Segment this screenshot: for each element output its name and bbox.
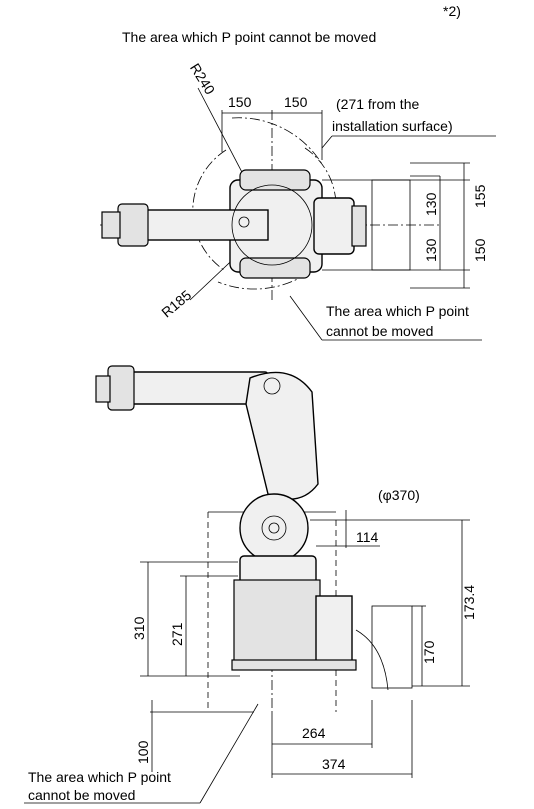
- note-title: The area which P point cannot be moved: [122, 29, 376, 45]
- side-base-connector: [315, 595, 353, 663]
- side-base-plate: [231, 659, 357, 671]
- robot-rear-connector: [351, 205, 367, 247]
- dim-150: 150: [472, 238, 488, 262]
- top-view: *2) The area which P point cannot be mov…: [100, 3, 496, 341]
- dim-130-bottom: 130: [423, 238, 439, 262]
- robot-wrist-top: [117, 203, 149, 247]
- robot-base-top-cap: [239, 169, 311, 191]
- dim-271-label: 271: [169, 622, 185, 646]
- install-note-leader: [321, 135, 333, 149]
- dim-150-left: 150: [228, 94, 252, 110]
- joint-bolt-top: [238, 216, 250, 228]
- side-base-body: [233, 579, 321, 669]
- dim-173-4-label: 173.4: [461, 585, 477, 620]
- dim-130-top: 130: [423, 192, 439, 216]
- dim-150-right: 150: [284, 94, 308, 110]
- side-wrist: [107, 365, 135, 411]
- side-shoulder-joint: [239, 493, 309, 563]
- side-callout-line1: The area which P point: [28, 769, 171, 785]
- callout-line1: The area which P point: [326, 303, 469, 319]
- note-mark: *2): [443, 3, 461, 19]
- dim-100-label: 100: [135, 740, 151, 764]
- dim-374-label: 374: [322, 756, 346, 772]
- side-elbow-joint: [263, 377, 281, 395]
- install-note-line1: (271 from the: [336, 96, 419, 112]
- dim-114-label: 114: [356, 529, 379, 545]
- robot-flange-top: [101, 211, 121, 239]
- robot-rear-cover: [313, 197, 355, 255]
- side-shoulder-pin: [268, 522, 280, 534]
- callout-line2: cannot be moved: [326, 323, 433, 339]
- dim-170-label: 170: [421, 640, 437, 664]
- r240-label: R240: [187, 60, 218, 97]
- callout-leader: [289, 295, 323, 341]
- side-upper-arm: [245, 371, 319, 500]
- dia-370-label: (φ370): [378, 487, 420, 503]
- robot-arm-top: [127, 209, 269, 241]
- side-view: (φ370) 114 173.4 170: [24, 365, 477, 804]
- joint-circle-top: [231, 184, 313, 266]
- side-flange: [95, 375, 111, 403]
- side-callout-line2: cannot be moved: [28, 787, 135, 803]
- side-forearm: [117, 371, 269, 405]
- robot-base-bottom-cap: [239, 257, 311, 279]
- side-callout-leader: [199, 703, 259, 804]
- dim-155: 155: [472, 184, 488, 208]
- side-base-plate-outline: [371, 605, 413, 689]
- side-shoulder-center: [261, 515, 287, 541]
- dim-264-label: 264: [302, 725, 326, 741]
- reach-inner-arc-left: [192, 149, 227, 271]
- side-cable: [355, 629, 389, 691]
- r185-label: R185: [158, 287, 194, 321]
- install-note-line2: installation surface): [332, 118, 453, 134]
- reach-outer-arc-top: [231, 117, 323, 165]
- dim-310-label: 310: [131, 616, 147, 640]
